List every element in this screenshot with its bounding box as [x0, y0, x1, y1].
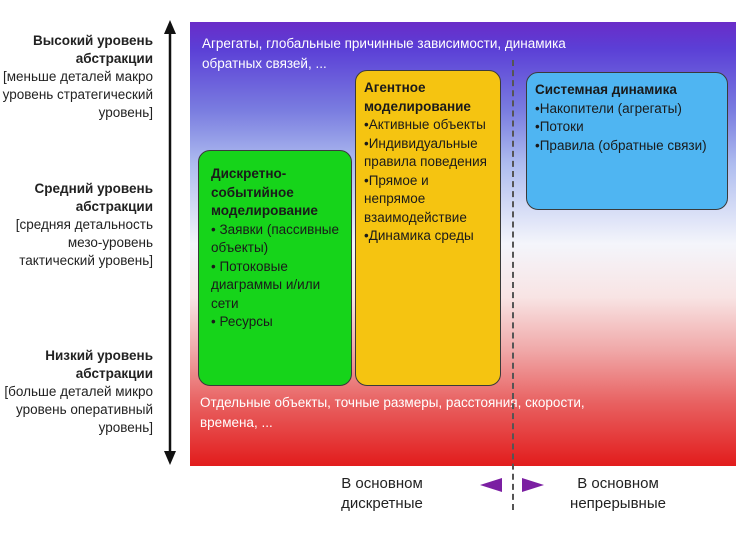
low-level-desc: [больше деталей микро уровень оперативны… — [4, 384, 153, 435]
system-dynamics-box: Системная динамика •Накопители (агрегаты… — [526, 72, 728, 210]
triangle-left-icon — [480, 478, 502, 492]
agent-based-item: •Динамика среды — [364, 228, 474, 243]
mid-abstraction-label: Средний уровень абстракции [средняя дета… — [0, 180, 153, 270]
system-dynamics-item: •Правила (обратные связи) — [535, 137, 707, 153]
bottom-panel-text: Отдельные объекты, точные размеры, расст… — [200, 395, 585, 430]
high-abstraction-label: Высокий уровень абстракции [меньше детал… — [0, 32, 153, 122]
discrete-label: В основном дискретные — [341, 475, 423, 512]
top-panel-text: Агрегаты, глобальные причинные зависимос… — [202, 36, 566, 71]
discrete-event-box: Дискретно-событийное моделирование • Зая… — [198, 150, 352, 386]
system-dynamics-item: •Накопители (агрегаты) — [535, 100, 682, 116]
system-dynamics-item: •Потоки — [535, 119, 584, 134]
triangle-right-icon — [522, 478, 544, 492]
agent-based-box: Агентное моделирование •Активные объекты… — [355, 70, 501, 386]
system-dynamics-title: Системная динамика — [535, 82, 677, 97]
low-level-title: Низкий уровень абстракции — [45, 348, 153, 381]
discrete-event-title: Дискретно-событийное моделирование — [211, 166, 318, 218]
discrete-event-item: • Ресурсы — [211, 314, 273, 329]
mid-level-desc: [средняя детальность мезо-уровень тактич… — [15, 217, 153, 268]
mid-level-title: Средний уровень абстракции — [34, 181, 153, 214]
high-level-title: Высокий уровень абстракции — [32, 33, 153, 66]
discrete-event-item: • Заявки (пассивные объекты) — [211, 221, 340, 256]
low-abstraction-label: Низкий уровень абстракции [больше детале… — [0, 347, 153, 437]
high-level-desc: [меньше деталей макро уровень стратегиче… — [2, 69, 153, 120]
vertical-double-arrow-icon — [164, 20, 176, 465]
continuous-label: В основном непрерывные — [570, 475, 666, 512]
agent-based-item: •Прямое и непрямое взаимодействие — [364, 172, 467, 225]
agent-based-item: •Индивидуальные правила поведения — [364, 135, 487, 170]
discrete-event-item: • Потоковые диаграммы и/или сети — [211, 258, 321, 311]
agent-based-item: •Активные объекты — [364, 117, 486, 132]
discrete-continuous-divider — [512, 60, 514, 510]
agent-based-title: Агентное моделирование — [364, 80, 471, 114]
